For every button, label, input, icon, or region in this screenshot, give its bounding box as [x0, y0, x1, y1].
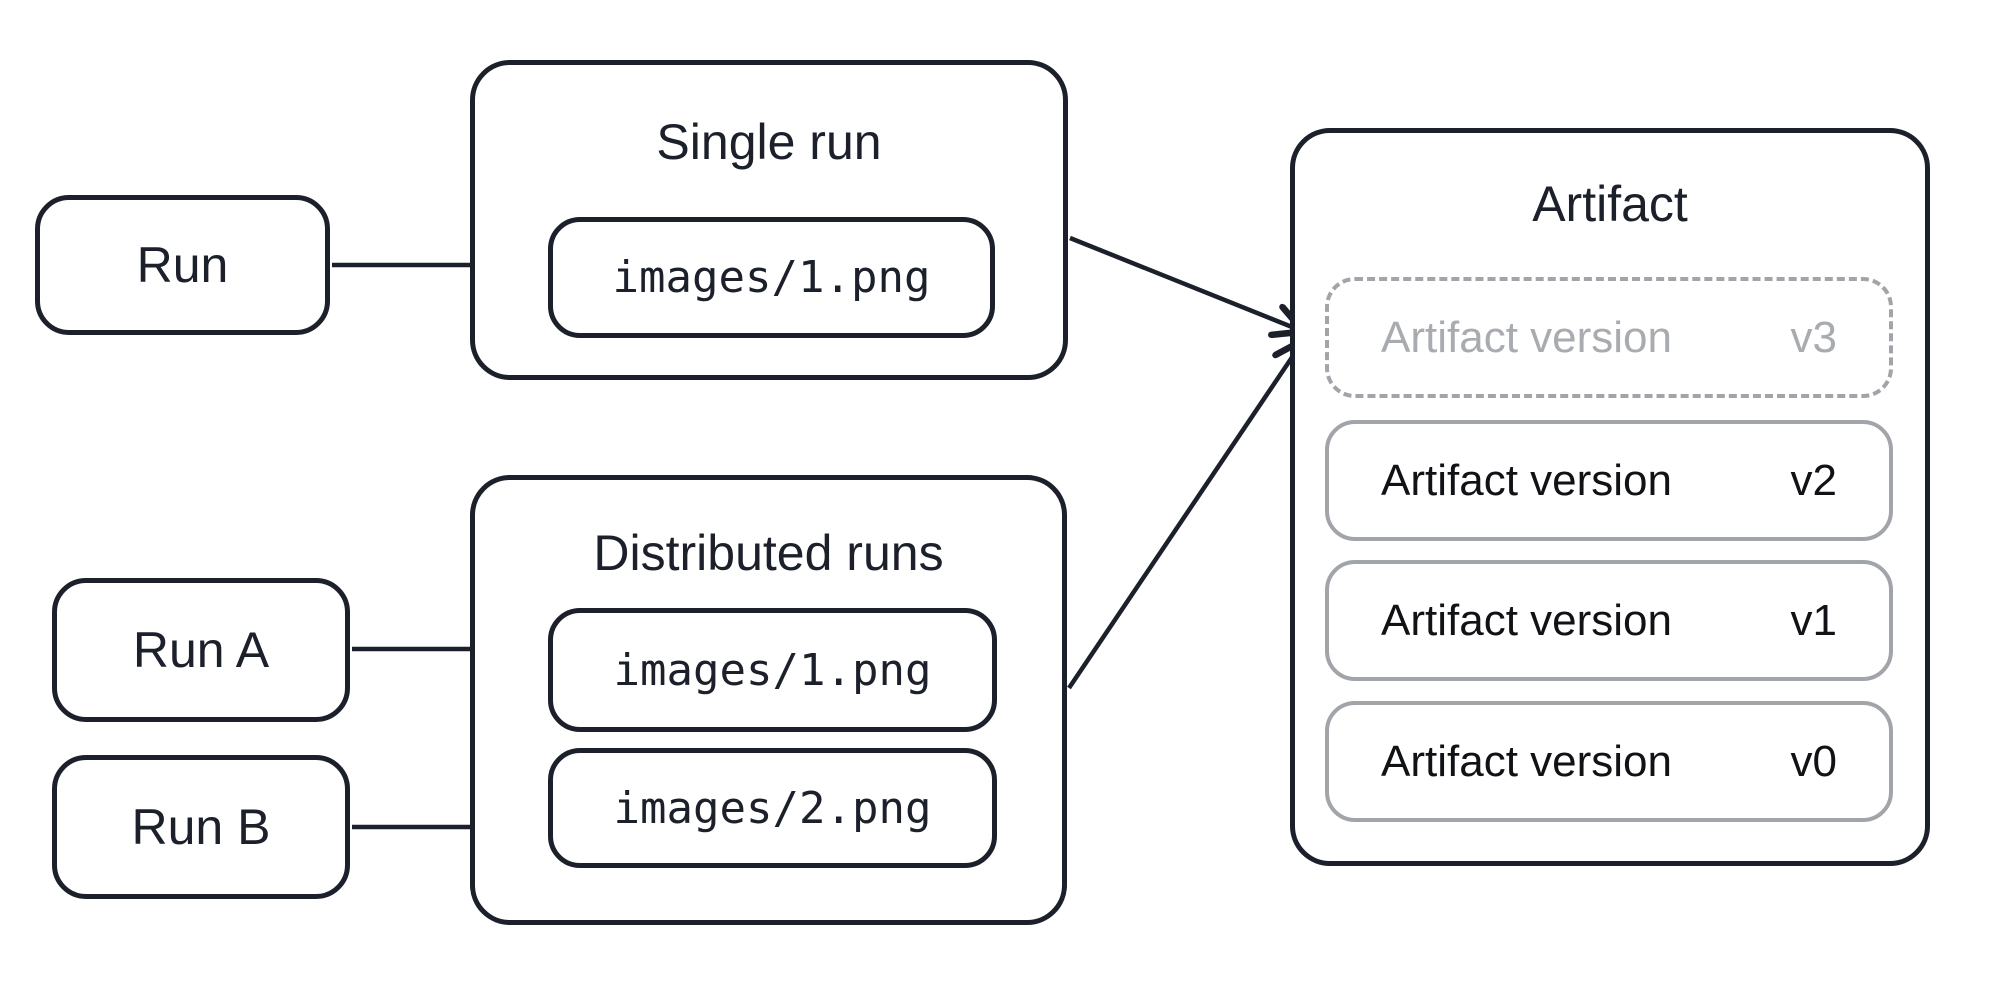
distributed-runs-container: Distributed runs images/1.png images/2.p… — [470, 475, 1067, 925]
artifact-version-label: Artifact version — [1381, 595, 1672, 645]
artifact-version-tag: v0 — [1790, 736, 1837, 786]
artifact-version-label: Artifact version — [1381, 312, 1672, 362]
artifact-container: Artifact Artifact version v3 Artifact ve… — [1290, 128, 1930, 866]
distributed-file-path-2: images/2.png — [613, 782, 932, 834]
artifact-version-tag: v3 — [1790, 312, 1837, 362]
distributed-file-path-1: images/1.png — [613, 644, 932, 696]
single-run-title: Single run — [656, 114, 882, 170]
artifact-version-row-v0: Artifact version v0 — [1325, 701, 1893, 822]
single-run-file-box: images/1.png — [548, 217, 995, 338]
run-b-box: Run B — [52, 755, 350, 899]
artifact-version-tag: v2 — [1790, 455, 1837, 505]
distributed-file-box-1: images/1.png — [548, 608, 997, 732]
single-run-container: Single run images/1.png — [470, 60, 1068, 380]
single-run-file-path: images/1.png — [612, 252, 931, 303]
distributed-runs-title: Distributed runs — [593, 525, 944, 581]
arrow-single-run-to-artifact — [1069, 235, 1302, 331]
artifact-version-tag: v1 — [1790, 595, 1837, 645]
run-b-label: Run B — [131, 799, 271, 855]
run-box: Run — [35, 195, 330, 335]
arrow-distributed-to-artifact — [1067, 341, 1303, 690]
artifact-version-row-v2: Artifact version v2 — [1325, 420, 1893, 541]
artifact-version-row-v1: Artifact version v1 — [1325, 560, 1893, 681]
distributed-file-box-2: images/2.png — [548, 748, 997, 868]
artifact-title: Artifact — [1532, 176, 1688, 232]
artifact-version-label: Artifact version — [1381, 455, 1672, 505]
run-a-label: Run A — [132, 622, 270, 678]
run-label: Run — [136, 237, 229, 293]
artifact-version-row-v3: Artifact version v3 — [1325, 277, 1893, 398]
run-a-box: Run A — [52, 578, 350, 722]
artifact-version-label: Artifact version — [1381, 736, 1672, 786]
